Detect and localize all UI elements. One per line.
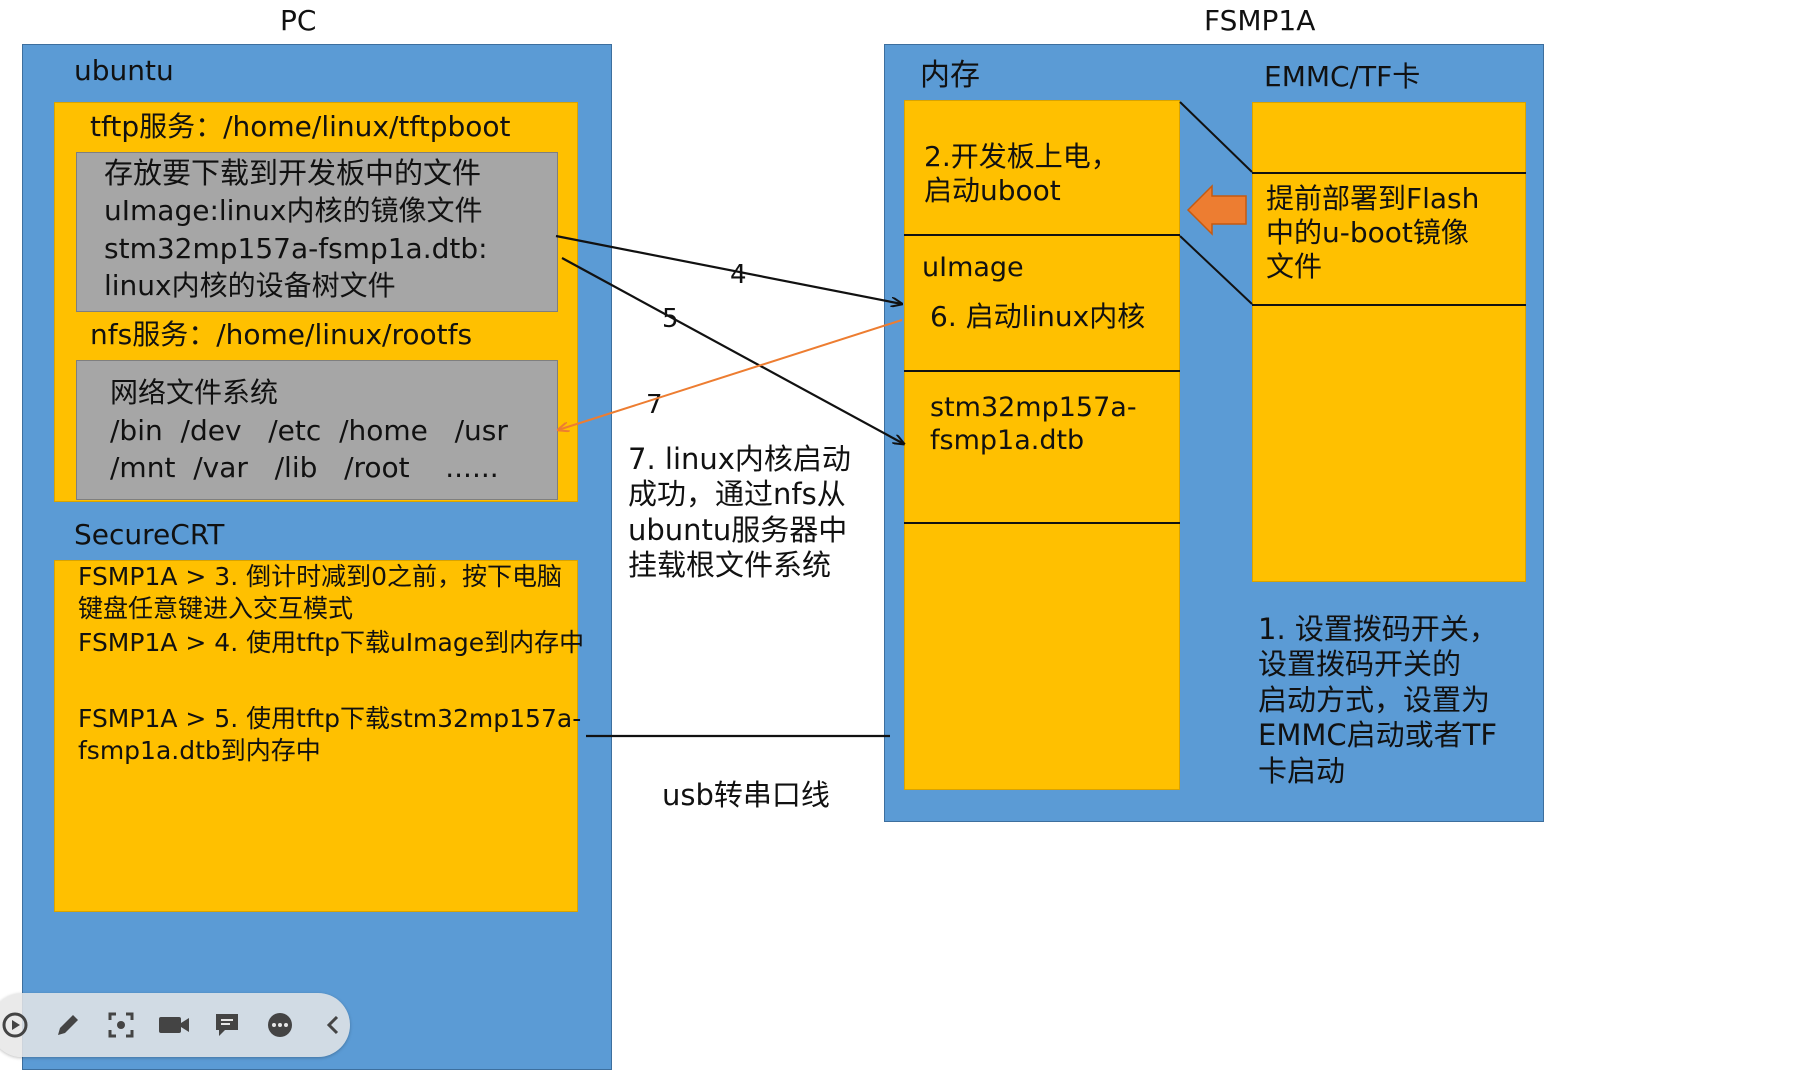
crt-line-6: fsmp1a.dtb到内存中 — [78, 736, 321, 765]
nfs-line-1: 网络文件系统 — [110, 376, 279, 409]
memory-divider-2 — [904, 370, 1180, 372]
more-icon[interactable] — [264, 1008, 297, 1042]
mem-kernel-text: 6. 启动linux内核 — [930, 300, 1146, 333]
nfs-line-2: /bin /dev /etc /home /usr — [110, 414, 508, 447]
step1-note: 1. 设置拨码开关， 设置拨码开关的 启动方式，设置为 EMMC启动或者TF 卡… — [1258, 612, 1498, 788]
nfs-title: nfs服务：/home/linux/rootfs — [90, 318, 473, 351]
crt-line-2: 键盘任意键进入交互模式 — [78, 594, 354, 623]
annotation-toolbar — [0, 993, 350, 1057]
tftp-line-4: linux内核的设备树文件 — [104, 269, 396, 302]
nfs-line-3: /mnt /var /lib /root ...... — [110, 451, 499, 484]
arrow-4-label: 4 — [730, 260, 747, 290]
emmc-divider-2 — [1252, 304, 1526, 306]
tftp-files-box — [76, 152, 558, 312]
emmc-divider-1 — [1252, 172, 1526, 174]
comment-icon[interactable] — [211, 1008, 244, 1042]
tftp-line-3: stm32mp157a-fsmp1a.dtb: — [104, 232, 488, 265]
camera-icon[interactable] — [157, 1008, 190, 1042]
emmc-uboot-text: 提前部署到Flash 中的u-boot镜像 文件 — [1266, 182, 1480, 284]
memory-divider-1 — [904, 234, 1180, 236]
mem-dtb-text: stm32mp157a- fsmp1a.dtb — [930, 392, 1137, 456]
tftp-title: tftp服务：/home/linux/tftpboot — [90, 110, 511, 143]
crt-line-5: FSMP1A > 5. 使用tftp下载stm32mp157a- — [78, 704, 582, 733]
tftp-line-1: 存放要下载到开发板中的文件 — [104, 156, 482, 190]
screenshot-icon[interactable] — [104, 1008, 137, 1042]
memory-label: 内存 — [920, 58, 980, 93]
play-icon[interactable] — [0, 1008, 31, 1042]
ubuntu-label: ubuntu — [74, 54, 174, 87]
mem-uboot-text: 2.开发板上电， 启动uboot — [924, 140, 1119, 208]
mem-uimage-label: uImage — [922, 252, 1024, 283]
usb-cable-label: usb转串口线 — [662, 778, 830, 812]
memory-divider-3 — [904, 522, 1180, 524]
pc-header: PC — [280, 4, 317, 37]
crt-line-1: FSMP1A > 3. 倒计时减到0之前，按下电脑 — [78, 562, 563, 591]
nfs-files-box — [76, 360, 558, 500]
board-header: FSMP1A — [1204, 4, 1316, 37]
arrow-7-label: 7 — [646, 390, 663, 420]
tftp-line-2: uImage:linux内核的镜像文件 — [104, 194, 483, 227]
step7-note: 7. linux内核启动 成功，通过nfs从 ubuntu服务器中 挂载根文件系… — [628, 442, 851, 583]
securecrt-box — [54, 560, 578, 912]
crt-line-3: FSMP1A > 4. 使用tftp下载uImage到内存中 — [78, 628, 585, 657]
emmc-box — [1252, 102, 1526, 582]
collapse-icon[interactable] — [317, 1008, 350, 1042]
arrow-5-label: 5 — [662, 304, 679, 334]
emmc-label: EMMC/TF卡 — [1264, 60, 1421, 93]
securecrt-label: SecureCRT — [74, 518, 225, 551]
pen-icon[interactable] — [51, 1008, 84, 1042]
